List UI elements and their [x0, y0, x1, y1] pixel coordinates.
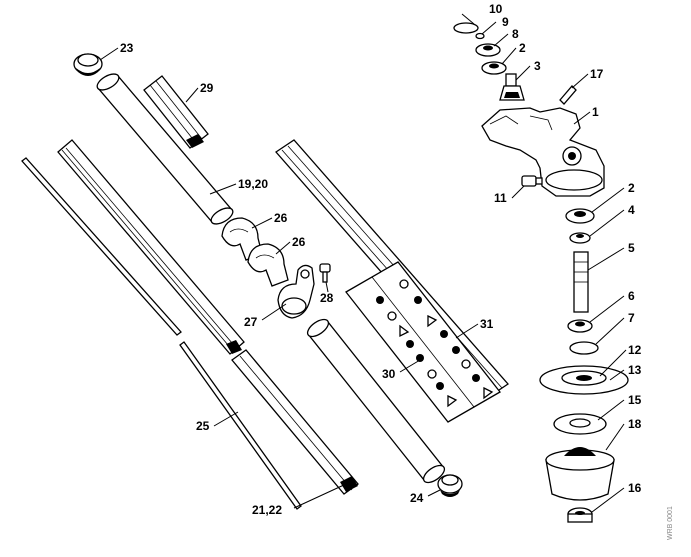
thrust-plate-12-13 — [539, 365, 629, 395]
callout-27: 27 — [244, 315, 258, 329]
bearing-2-lower — [565, 208, 595, 224]
callout-17: 17 — [590, 67, 604, 81]
thrust-washer-15 — [553, 413, 607, 435]
callout-28: 28 — [320, 291, 334, 305]
drive-tube-19-20 — [96, 73, 234, 225]
callout-3: 3 — [534, 59, 541, 73]
callout-29: 29 — [200, 81, 214, 95]
callout-11: 11 — [494, 191, 507, 205]
callout-7: 7 — [628, 311, 635, 325]
nut-16 — [567, 507, 593, 523]
liner-tube-upper — [57, 139, 245, 355]
callout-26-lower: 26 — [292, 235, 306, 249]
bearing-cap-23 — [73, 53, 103, 76]
callout-24: 24 — [410, 491, 424, 505]
callout-1: 1 — [592, 105, 599, 119]
callout-labels: 10 9 8 2 3 17 1 11 2 4 5 6 7 12 13 15 18… — [120, 2, 642, 517]
bearing-8 — [475, 43, 501, 57]
callout-23: 23 — [120, 41, 134, 55]
end-cap-24 — [437, 474, 463, 497]
decal-symbols — [376, 279, 494, 408]
callout-10: 10 — [489, 2, 503, 16]
drive-shaft-lower — [179, 341, 302, 510]
liner-tube-lower — [231, 349, 359, 495]
callout-31: 31 — [480, 317, 494, 331]
watermark-code: WRB 0001 — [667, 506, 674, 540]
callout-12: 12 — [628, 343, 642, 357]
circlip-7 — [569, 341, 599, 355]
callout-19-20: 19,20 — [238, 177, 268, 191]
callout-15: 15 — [628, 393, 642, 407]
bevel-pinion-3 — [499, 73, 525, 101]
leader-lines — [99, 13, 627, 513]
callout-2-lower: 2 — [628, 181, 635, 195]
bearing-2-top — [481, 61, 507, 75]
bearing-6 — [567, 319, 593, 333]
clamp-26-lower — [247, 243, 289, 287]
callout-2-top: 2 — [519, 41, 526, 55]
callout-4: 4 — [628, 203, 635, 217]
circlip-10 — [453, 22, 479, 34]
callout-18: 18 — [628, 417, 642, 431]
screw-11 — [521, 175, 543, 187]
callout-6: 6 — [628, 289, 635, 303]
screw-28 — [319, 263, 331, 283]
callout-21-22: 21,22 — [252, 503, 282, 517]
screw-17 — [559, 85, 577, 105]
callout-8: 8 — [512, 27, 519, 41]
shaft-tube — [306, 318, 446, 484]
protective-cap-18 — [545, 447, 615, 501]
callout-13: 13 — [628, 363, 642, 377]
callout-16: 16 — [628, 481, 642, 495]
callout-26-upper: 26 — [274, 211, 288, 225]
bevel-gear-4 — [569, 232, 591, 244]
callout-25: 25 — [196, 419, 210, 433]
clamp-26-upper — [221, 217, 263, 261]
decal-sheet-30 — [345, 261, 501, 423]
callout-30: 30 — [382, 367, 396, 381]
rubber-sleeve-29 — [143, 75, 209, 149]
callout-9: 9 — [502, 15, 509, 29]
clamp-bracket-27 — [277, 264, 315, 319]
ring-9 — [475, 32, 485, 40]
output-shaft-5 — [573, 251, 589, 313]
gear-housing-1 — [481, 107, 605, 197]
drive-shaft-upper — [21, 157, 182, 336]
callout-5: 5 — [628, 241, 635, 255]
